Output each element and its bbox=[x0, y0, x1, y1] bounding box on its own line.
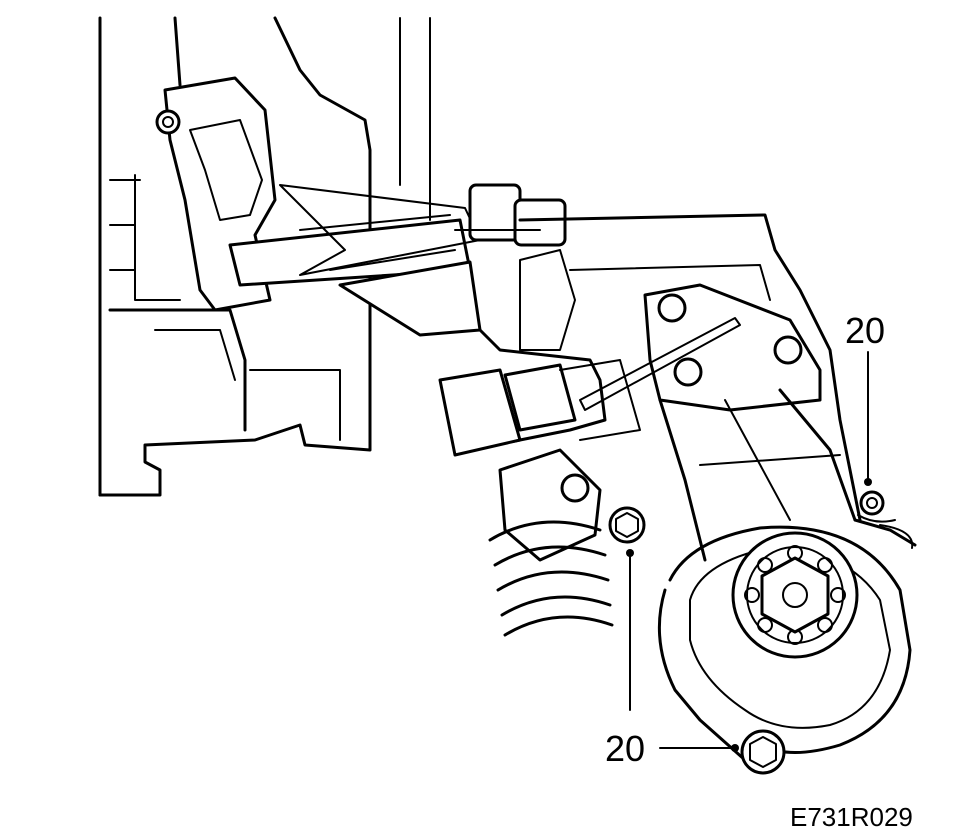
bolt-top-right bbox=[857, 490, 896, 523]
callout-label-bottom: 20 bbox=[605, 728, 645, 769]
nut-boot bbox=[560, 473, 590, 503]
engine-block bbox=[98, 16, 431, 497]
mount-bracket bbox=[579, 283, 857, 562]
bracket-bolt-1 bbox=[657, 293, 687, 323]
callout-bolts bbox=[608, 490, 896, 775]
leader-dot-bottom bbox=[731, 744, 739, 752]
rubber-mount bbox=[657, 518, 917, 762]
leader-dot-center bbox=[626, 549, 634, 557]
bracket-bolt-3 bbox=[773, 335, 803, 365]
torque-arm-bracket bbox=[155, 76, 567, 337]
bracket-bolt-2 bbox=[673, 357, 703, 387]
reference-code: E731R029 bbox=[790, 802, 913, 832]
leader-dot-top-right bbox=[864, 478, 872, 486]
mount-hub-holes bbox=[744, 545, 846, 645]
bolt-bottom bbox=[740, 729, 786, 775]
bolt-head-top-left bbox=[155, 109, 181, 135]
mount-center-nut bbox=[760, 556, 830, 634]
callout-label-top-right: 20 bbox=[845, 310, 885, 351]
leader-lines bbox=[626, 351, 872, 752]
driveshaft-boot bbox=[488, 448, 614, 637]
bolt-center bbox=[608, 506, 646, 544]
